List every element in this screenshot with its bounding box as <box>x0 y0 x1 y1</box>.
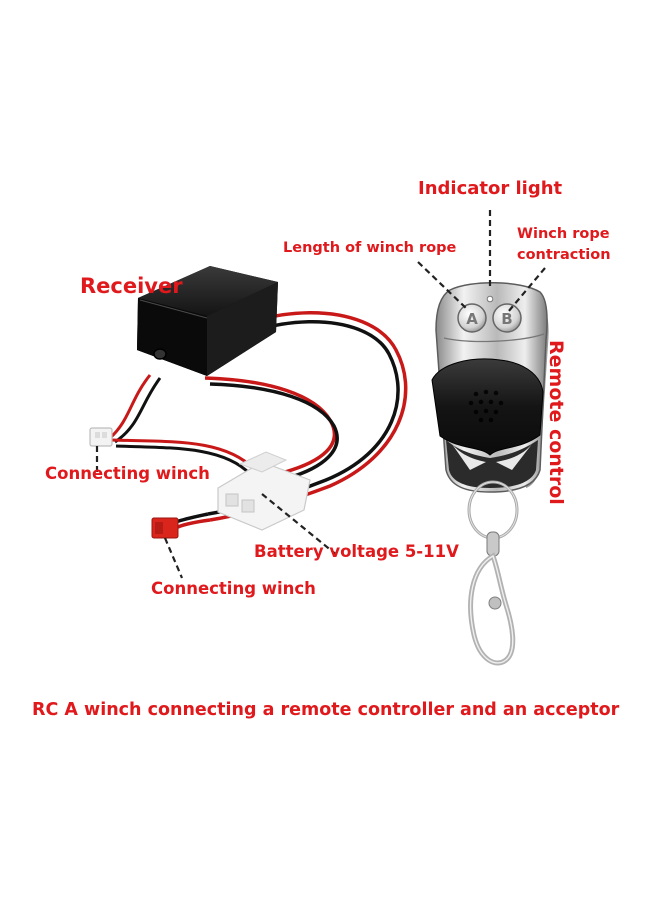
pointer-battery <box>261 493 339 557</box>
indicator-led <box>486 295 494 303</box>
battery-wire-black <box>209 382 339 480</box>
pointer-lines <box>95 210 546 579</box>
receiver-socket <box>153 348 167 360</box>
button-a: A <box>457 303 487 333</box>
winch-rope-contraction-label-line2: contraction <box>517 247 611 263</box>
winch-rope-contraction-label-line1: Winch rope <box>517 226 610 242</box>
winch-wire-red-2 <box>111 438 257 472</box>
button-a-label: A <box>466 310 478 328</box>
pointer-winch-2 <box>163 537 184 579</box>
winch-wire-black <box>114 377 162 444</box>
button-b: B <box>492 303 522 333</box>
indicator-light-label: Indicator light <box>418 178 563 199</box>
receiver-box <box>137 266 278 376</box>
button-b-label: B <box>501 310 512 328</box>
length-of-winch-rope-label: Length of winch rope <box>283 240 457 256</box>
winch-connector-white <box>89 427 113 447</box>
connecting-winch-label-2: Connecting winch <box>151 579 316 598</box>
image-caption: RC A winch connecting a remote controlle… <box>32 700 620 720</box>
lobster-clasp <box>468 552 516 666</box>
battery-connector <box>217 451 311 531</box>
winch-wire-red <box>108 374 152 440</box>
battery-voltage-label: Battery voltage 5-11V <box>254 542 459 561</box>
jst-connector-red <box>151 517 179 539</box>
receiver-label: Receiver <box>80 274 183 298</box>
jst-wire-red <box>177 518 211 529</box>
remote-control-label: Remote control <box>545 340 567 505</box>
pointer-length <box>417 261 469 311</box>
connecting-winch-label-1: Connecting winch <box>45 464 210 483</box>
winch-wire-black-2 <box>115 444 252 476</box>
remote-control: A B <box>431 282 549 666</box>
